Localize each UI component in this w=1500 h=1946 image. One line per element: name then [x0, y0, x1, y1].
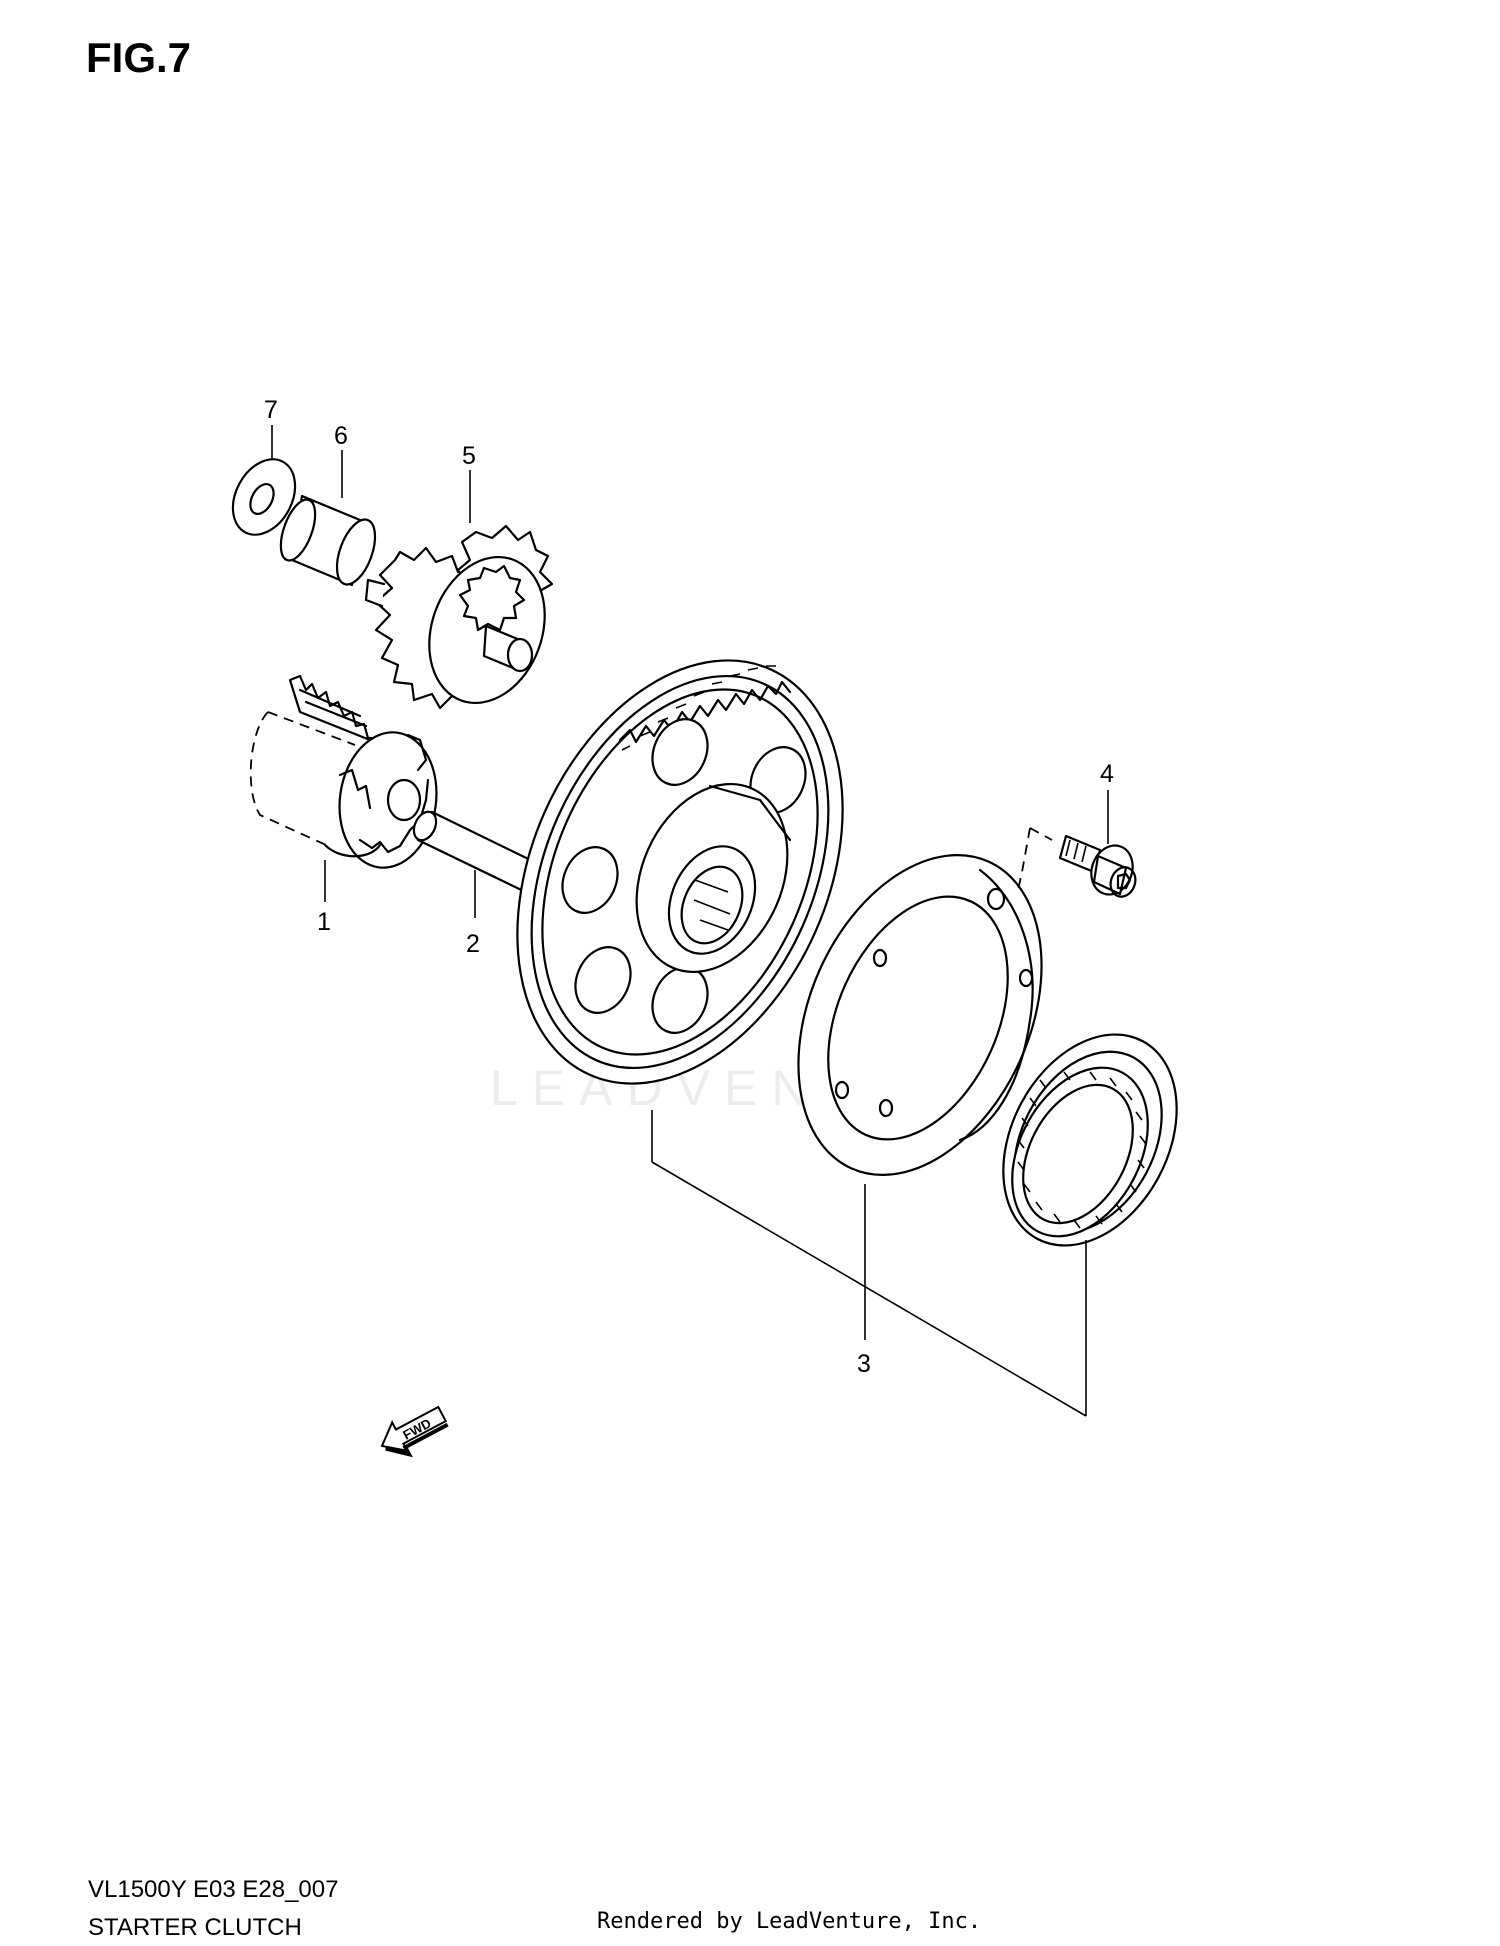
- part-6-bushing: [279, 494, 377, 587]
- fwd-arrow-icon: FWD: [380, 1405, 449, 1458]
- callout-7: 7: [264, 396, 278, 424]
- part-1-starter-idle-gear: [249, 674, 438, 869]
- model-code: VL1500Y E03 E28_007: [88, 1876, 338, 1903]
- rendered-by-credit: Rendered by LeadVenture, Inc.: [597, 1909, 981, 1934]
- figure-title: FIG.7: [86, 34, 191, 81]
- leader-lines: [271, 425, 1109, 1417]
- part-4-bolt: [1058, 834, 1137, 898]
- callout-1: 1: [317, 908, 331, 936]
- callout-5: 5: [462, 442, 476, 470]
- part-3-clutch-housing: [797, 854, 1043, 1176]
- callout-3: 3: [857, 1350, 871, 1378]
- fwd-label: FWD: [400, 1415, 433, 1442]
- part-5-idle-gear: [364, 524, 554, 710]
- figure-caption: STARTER CLUTCH: [88, 1914, 302, 1941]
- part-7-washer: [231, 458, 297, 536]
- callout-6: 6: [334, 422, 348, 450]
- callout-2: 2: [466, 930, 480, 958]
- starter-driven-gear: [516, 659, 844, 1085]
- callout-4: 4: [1100, 760, 1114, 788]
- part-3-one-way-clutch: [1002, 1033, 1178, 1247]
